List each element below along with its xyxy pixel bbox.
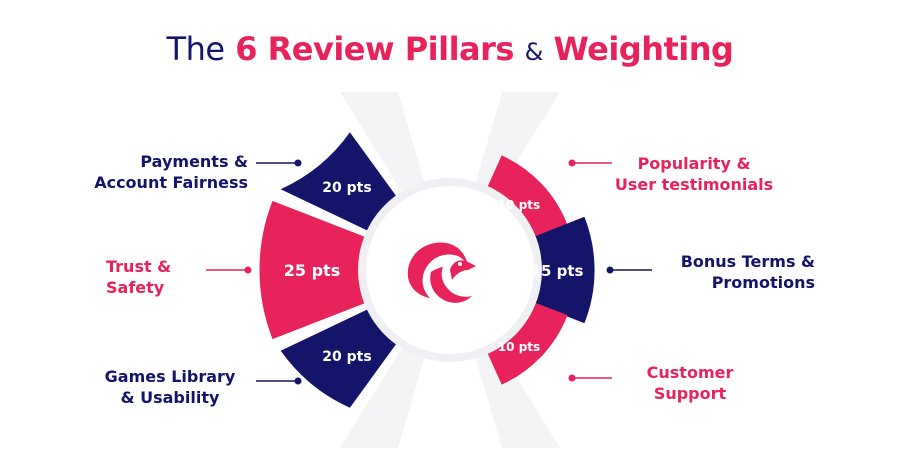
connector-support — [568, 374, 612, 382]
points-bonus: 15 pts — [531, 262, 584, 280]
points-trust: 25 pts — [284, 261, 340, 280]
eagle-logo-icon — [407, 242, 476, 303]
left-shadow — [340, 92, 450, 448]
connector-popularity — [568, 159, 612, 167]
connector-games — [256, 377, 302, 385]
label-support: Customer Support — [646, 363, 734, 403]
label-trust: Trust & Safety — [106, 257, 172, 297]
label-payments: Payments & Account Fairness — [94, 152, 248, 192]
points-games: 20 pts — [322, 349, 371, 365]
label-games: Games Library & Usability — [104, 367, 236, 407]
points-popularity: 10 pts — [498, 198, 540, 212]
segment-trust — [259, 200, 450, 340]
title-ampersand: & — [524, 38, 544, 66]
title-prefix: The — [166, 30, 226, 68]
page-title: The 6 Review Pillars & Weighting — [0, 30, 900, 68]
points-payments: 20 pts — [322, 180, 371, 196]
connector-trust — [206, 266, 252, 274]
title-highlight: 6 Review Pillars — [235, 30, 514, 68]
connector-bonus — [606, 266, 652, 274]
connector-payments — [256, 159, 302, 167]
points-support: 10 pts — [498, 340, 540, 354]
label-bonus: Bonus Terms & Promotions — [680, 252, 815, 292]
label-popularity: Popularity & User testimonials — [614, 154, 774, 194]
title-suffix: Weighting — [553, 30, 734, 68]
right-shadow — [450, 92, 560, 448]
